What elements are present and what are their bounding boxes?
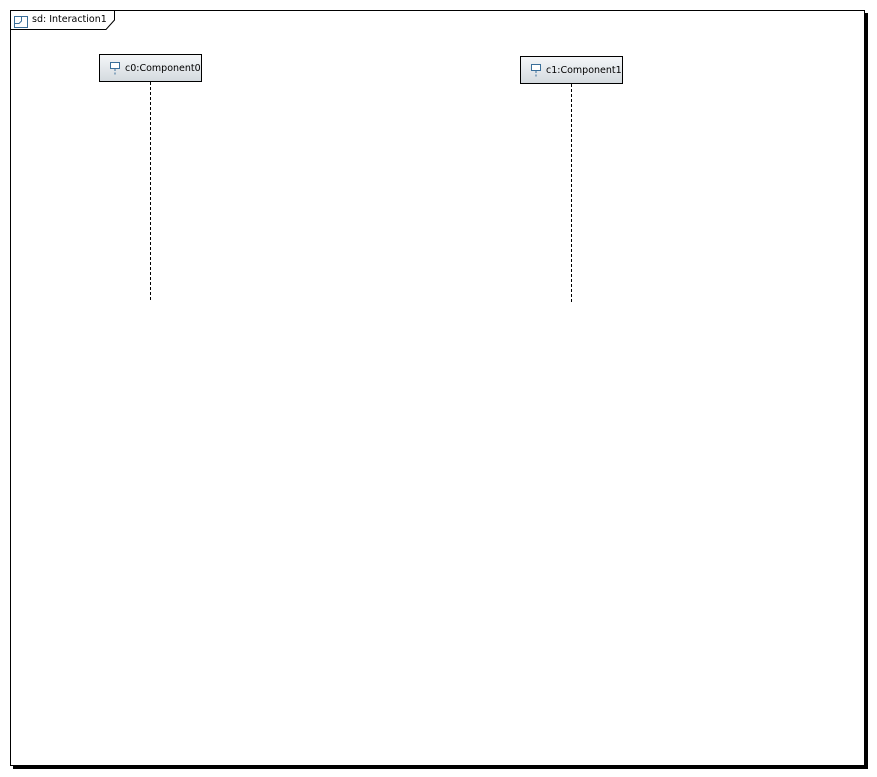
lifeline-c0-head[interactable]: c0:Component0 xyxy=(99,54,202,82)
lifeline-c1-head[interactable]: c1:Component1 xyxy=(520,56,623,84)
interaction-frame[interactable] xyxy=(10,10,865,766)
lifeline-c1-line[interactable] xyxy=(571,84,572,302)
frame-title: sd: Interaction1 xyxy=(32,14,107,25)
frame-name-tab xyxy=(10,10,115,30)
lifeline-c0-label: c0:Component0 xyxy=(125,62,201,74)
lifeline-icon xyxy=(110,62,120,75)
lifeline-c1-label: c1:Component1 xyxy=(546,64,622,76)
interaction-frame-icon xyxy=(14,13,28,32)
lifeline-c0-line[interactable] xyxy=(150,82,151,300)
lifeline-icon xyxy=(531,64,541,77)
